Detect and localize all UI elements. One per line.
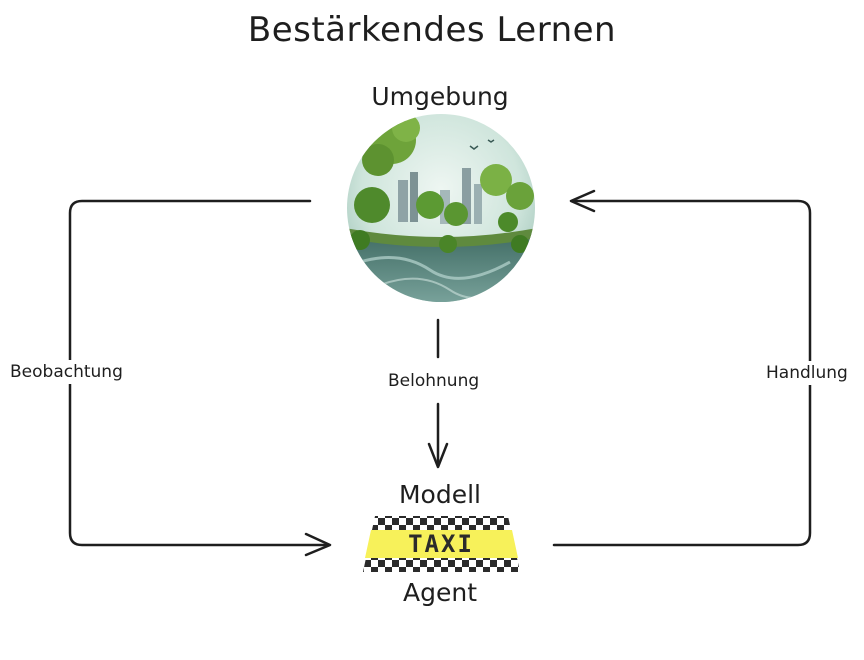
environment-label: Umgebung	[371, 82, 509, 111]
taxi-sign-icon: TAXI	[363, 516, 520, 572]
earth-island-icon	[347, 114, 535, 302]
taxi-sign-text: TAXI	[408, 530, 474, 558]
action-label: Handlung	[764, 361, 850, 385]
observation-label: Beobachtung	[8, 360, 125, 384]
reward-label: Belohnung	[386, 369, 482, 393]
model-label: Modell	[398, 480, 481, 509]
diagram-title: Bestärkendes Lernen	[247, 10, 617, 50]
reward-edge	[427, 318, 449, 469]
agent-label: Agent	[403, 578, 477, 607]
